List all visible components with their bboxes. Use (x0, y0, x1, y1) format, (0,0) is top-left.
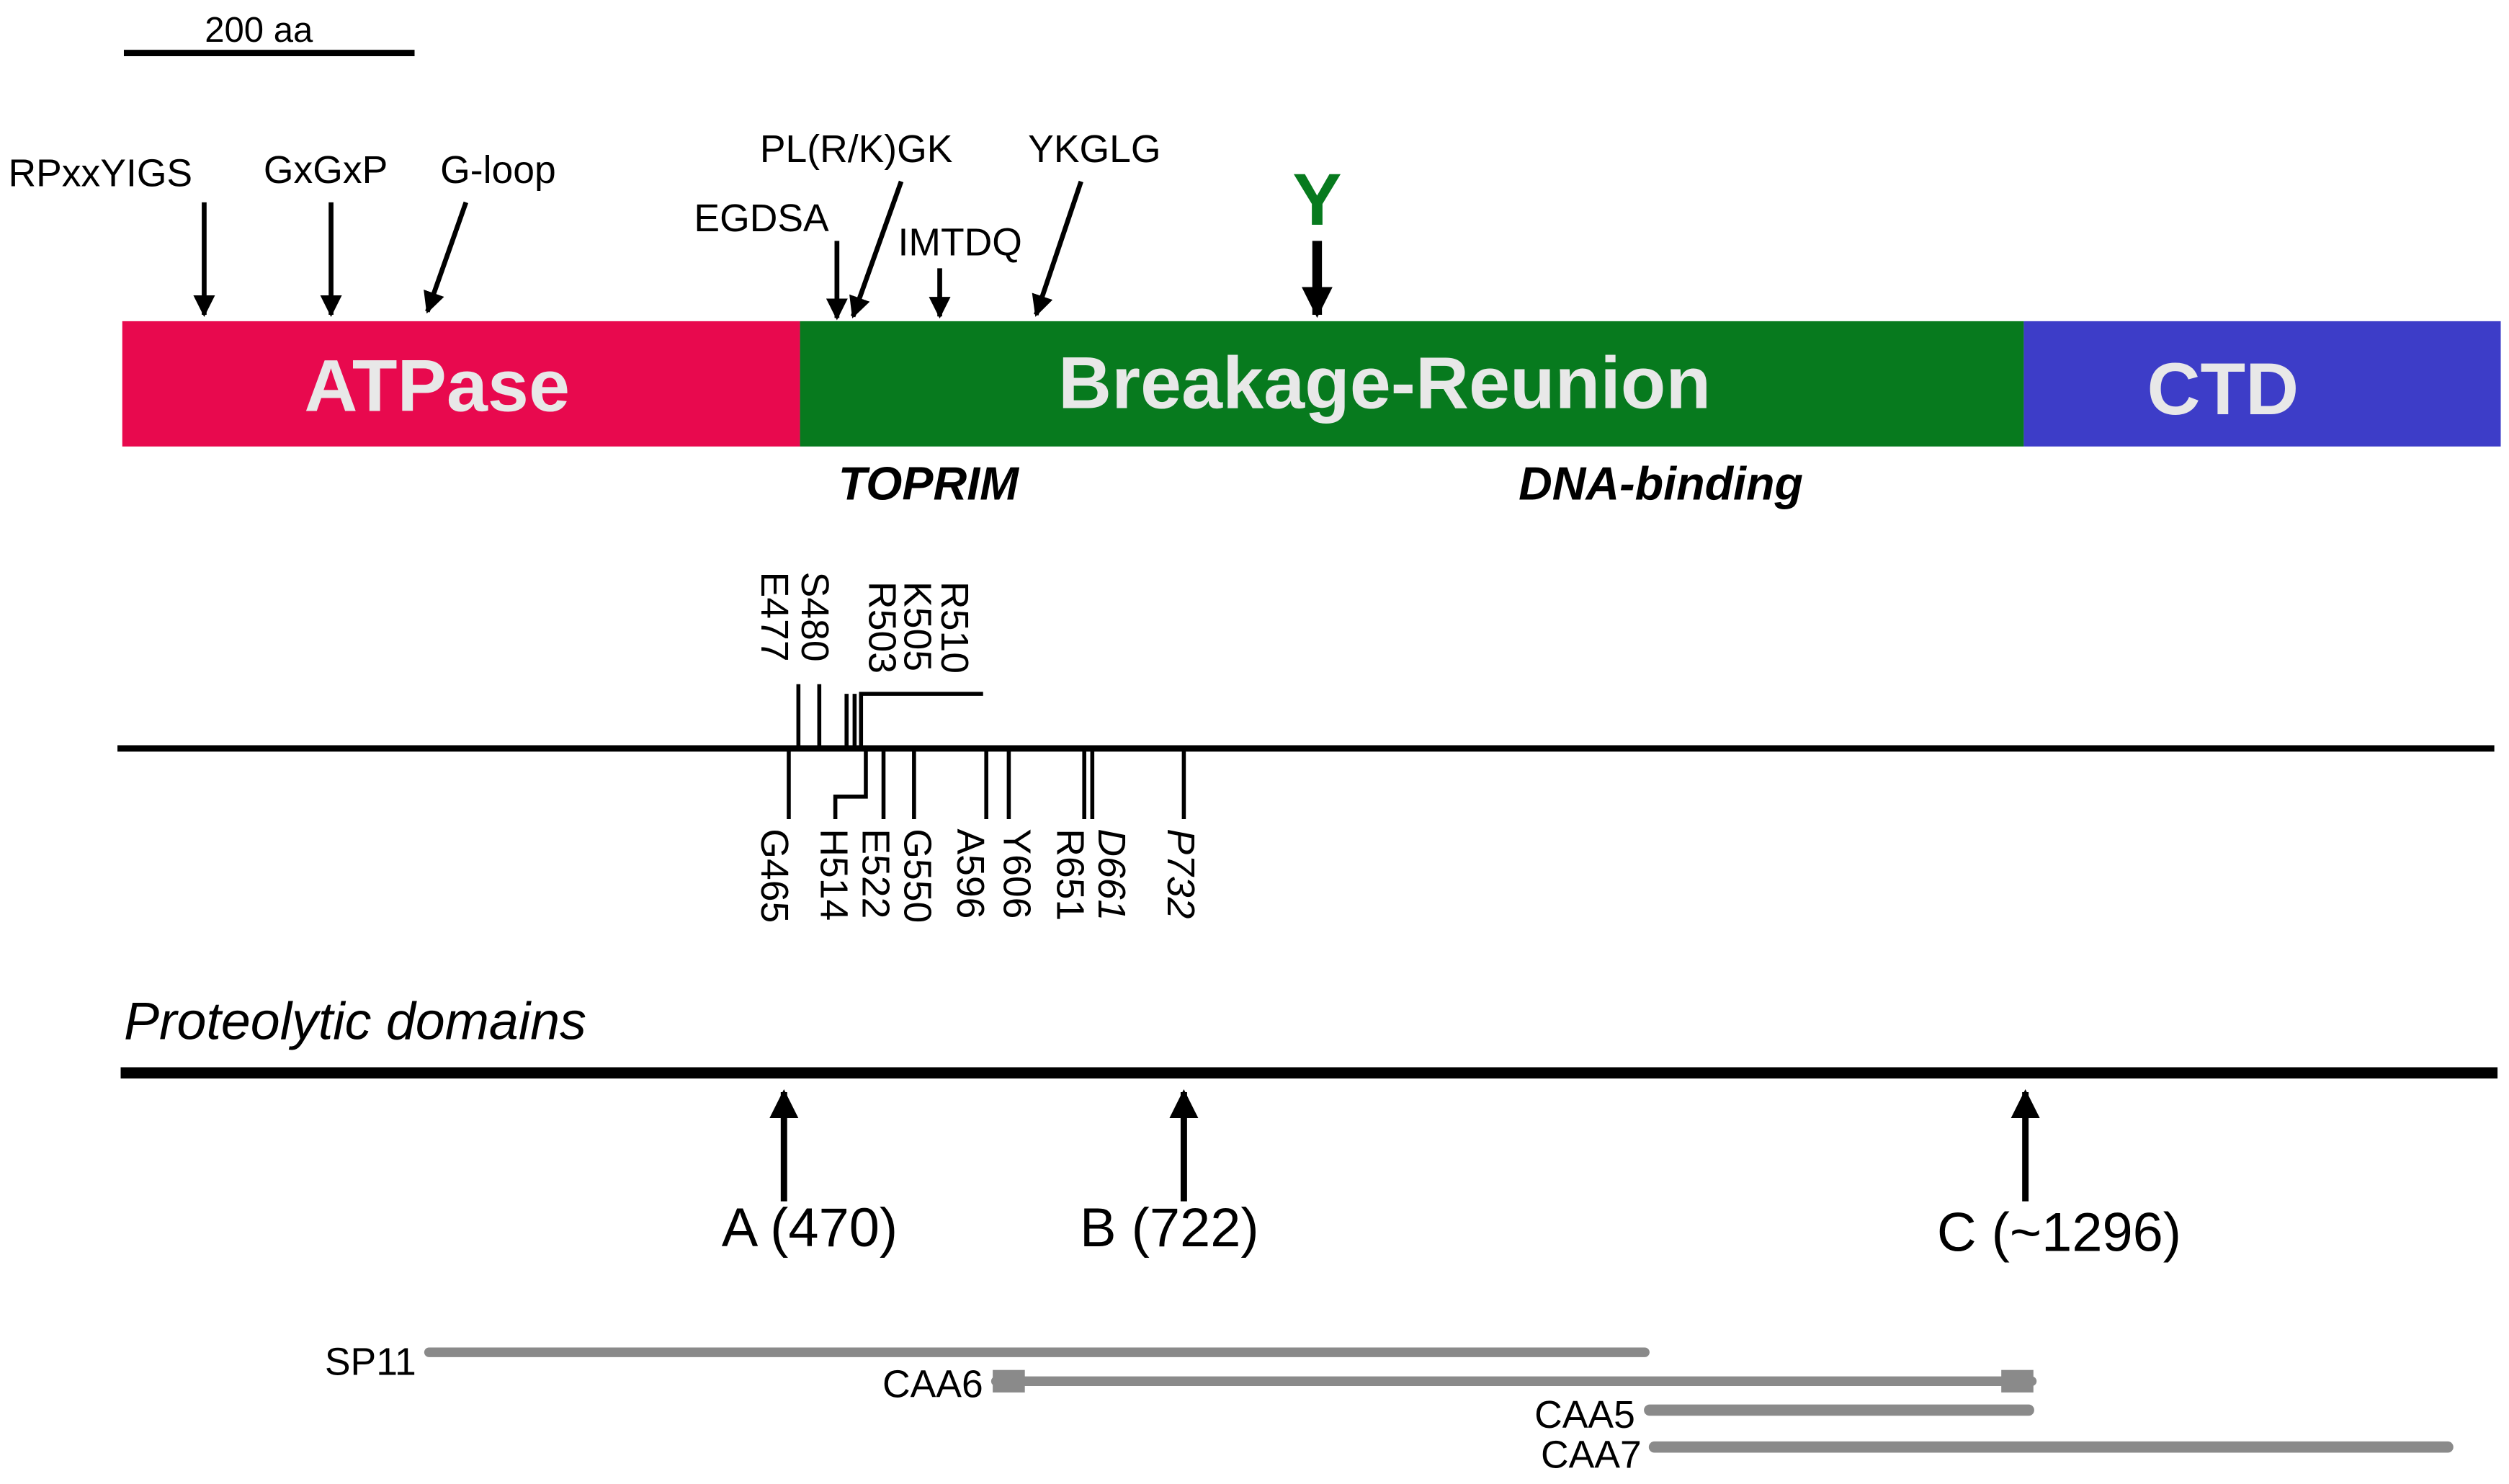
motif-g-loop-label: G-loop (440, 149, 556, 192)
residue-g550-label: G550 (895, 828, 938, 923)
breakage-reunion-domain (800, 321, 2024, 447)
motif-g-loop-arrow (424, 201, 468, 314)
ctd-domain (2023, 321, 2501, 447)
cleavage-site-c-label: C (~1296) (1937, 1202, 2181, 1264)
residue-h514-label: H514 (813, 828, 855, 921)
proteolytic-domains-title: Proteolytic domains (124, 991, 586, 1050)
cleavage-site-b-label: B (722) (1080, 1197, 1259, 1259)
motif-plrkgk-arrow (849, 180, 904, 319)
ctd-domain-label: CTD (2147, 347, 2299, 430)
motif-plrkgk-label: PL(R/K)GK (760, 128, 953, 171)
residue-e522-label: E522 (854, 828, 897, 918)
residue-e477-label: E477 (753, 572, 795, 662)
construct-sp11-label: SP11 (325, 1341, 416, 1383)
construct-caa6-label: CAA6 (882, 1364, 983, 1406)
tick-r510 (859, 692, 983, 748)
breakage-reunion-domain-label: Breakage-Reunion (1058, 341, 1711, 424)
residue-d661-label: D661 (1090, 828, 1132, 921)
residue-g465-label: G465 (753, 828, 795, 923)
residue-y606-label: Y606 (996, 828, 1038, 918)
scale-bar-label: 200 aa (205, 11, 313, 50)
active-tyrosine-label: Y (1292, 158, 1341, 241)
motif-ykglg-label: YKGLG (1028, 128, 1160, 171)
atpase-domain (122, 321, 800, 447)
motif-egdsa-label: EGDSA (694, 197, 829, 240)
motif-imtdq-label: IMTDQ (898, 221, 1022, 264)
construct-caa7-label: CAA7 (1541, 1434, 1642, 1477)
cleavage-site-a-label: A (470) (722, 1197, 898, 1259)
residues-above-ticks (796, 684, 983, 748)
residue-k505-label: K505 (895, 581, 938, 671)
residue-r651-label: R651 (1048, 828, 1091, 921)
motif-rpxxyigs-label: RPxxYIGS (8, 153, 192, 195)
residue-r510-label: R510 (933, 581, 975, 674)
residue-r503-label: R503 (860, 581, 903, 674)
tick-h514 (833, 748, 868, 820)
construct-caa5-label: CAA5 (1534, 1394, 1635, 1436)
construct-caa6-start-cap (993, 1369, 1025, 1393)
residue-s480-label: S480 (793, 572, 836, 662)
dna-binding-label: DNA-binding (1519, 457, 1803, 509)
construct-caa6-end-cap (2001, 1369, 2034, 1393)
residue-a596-label: A596 (949, 828, 991, 918)
residue-p732-label: P732 (1159, 828, 1202, 918)
atpase-domain-label: ATPase (304, 344, 570, 427)
toprim-label: TOPRIM (838, 457, 1019, 509)
residues-below-ticks (787, 748, 1186, 820)
motif-ykglg-arrow (1032, 180, 1083, 317)
motif-gxgxp-label: GxGxP (264, 149, 388, 192)
